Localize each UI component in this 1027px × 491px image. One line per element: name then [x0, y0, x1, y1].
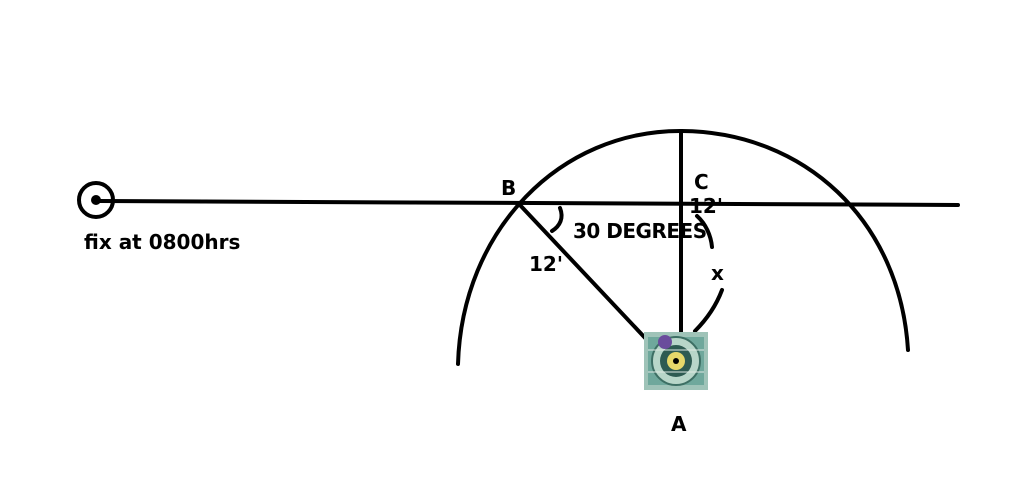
- side-ab-length-label: 12': [529, 252, 563, 276]
- circled-dot-icon: [77, 181, 115, 219]
- side-c-length-label: 12': [689, 194, 723, 218]
- arc-x: [693, 288, 724, 333]
- angle-arc-30: [550, 206, 564, 233]
- fix-label: fix at 0800hrs: [84, 230, 240, 254]
- point-a-label: A: [671, 412, 687, 436]
- course-line: [96, 199, 960, 207]
- angle-label: 30 DEGREES: [573, 219, 707, 243]
- compass-tile-icon: [644, 332, 708, 390]
- point-c-label: C: [694, 170, 709, 194]
- point-b-label: B: [501, 176, 516, 200]
- arc-near-c: [695, 214, 714, 249]
- unknown-x-label: x: [711, 261, 724, 285]
